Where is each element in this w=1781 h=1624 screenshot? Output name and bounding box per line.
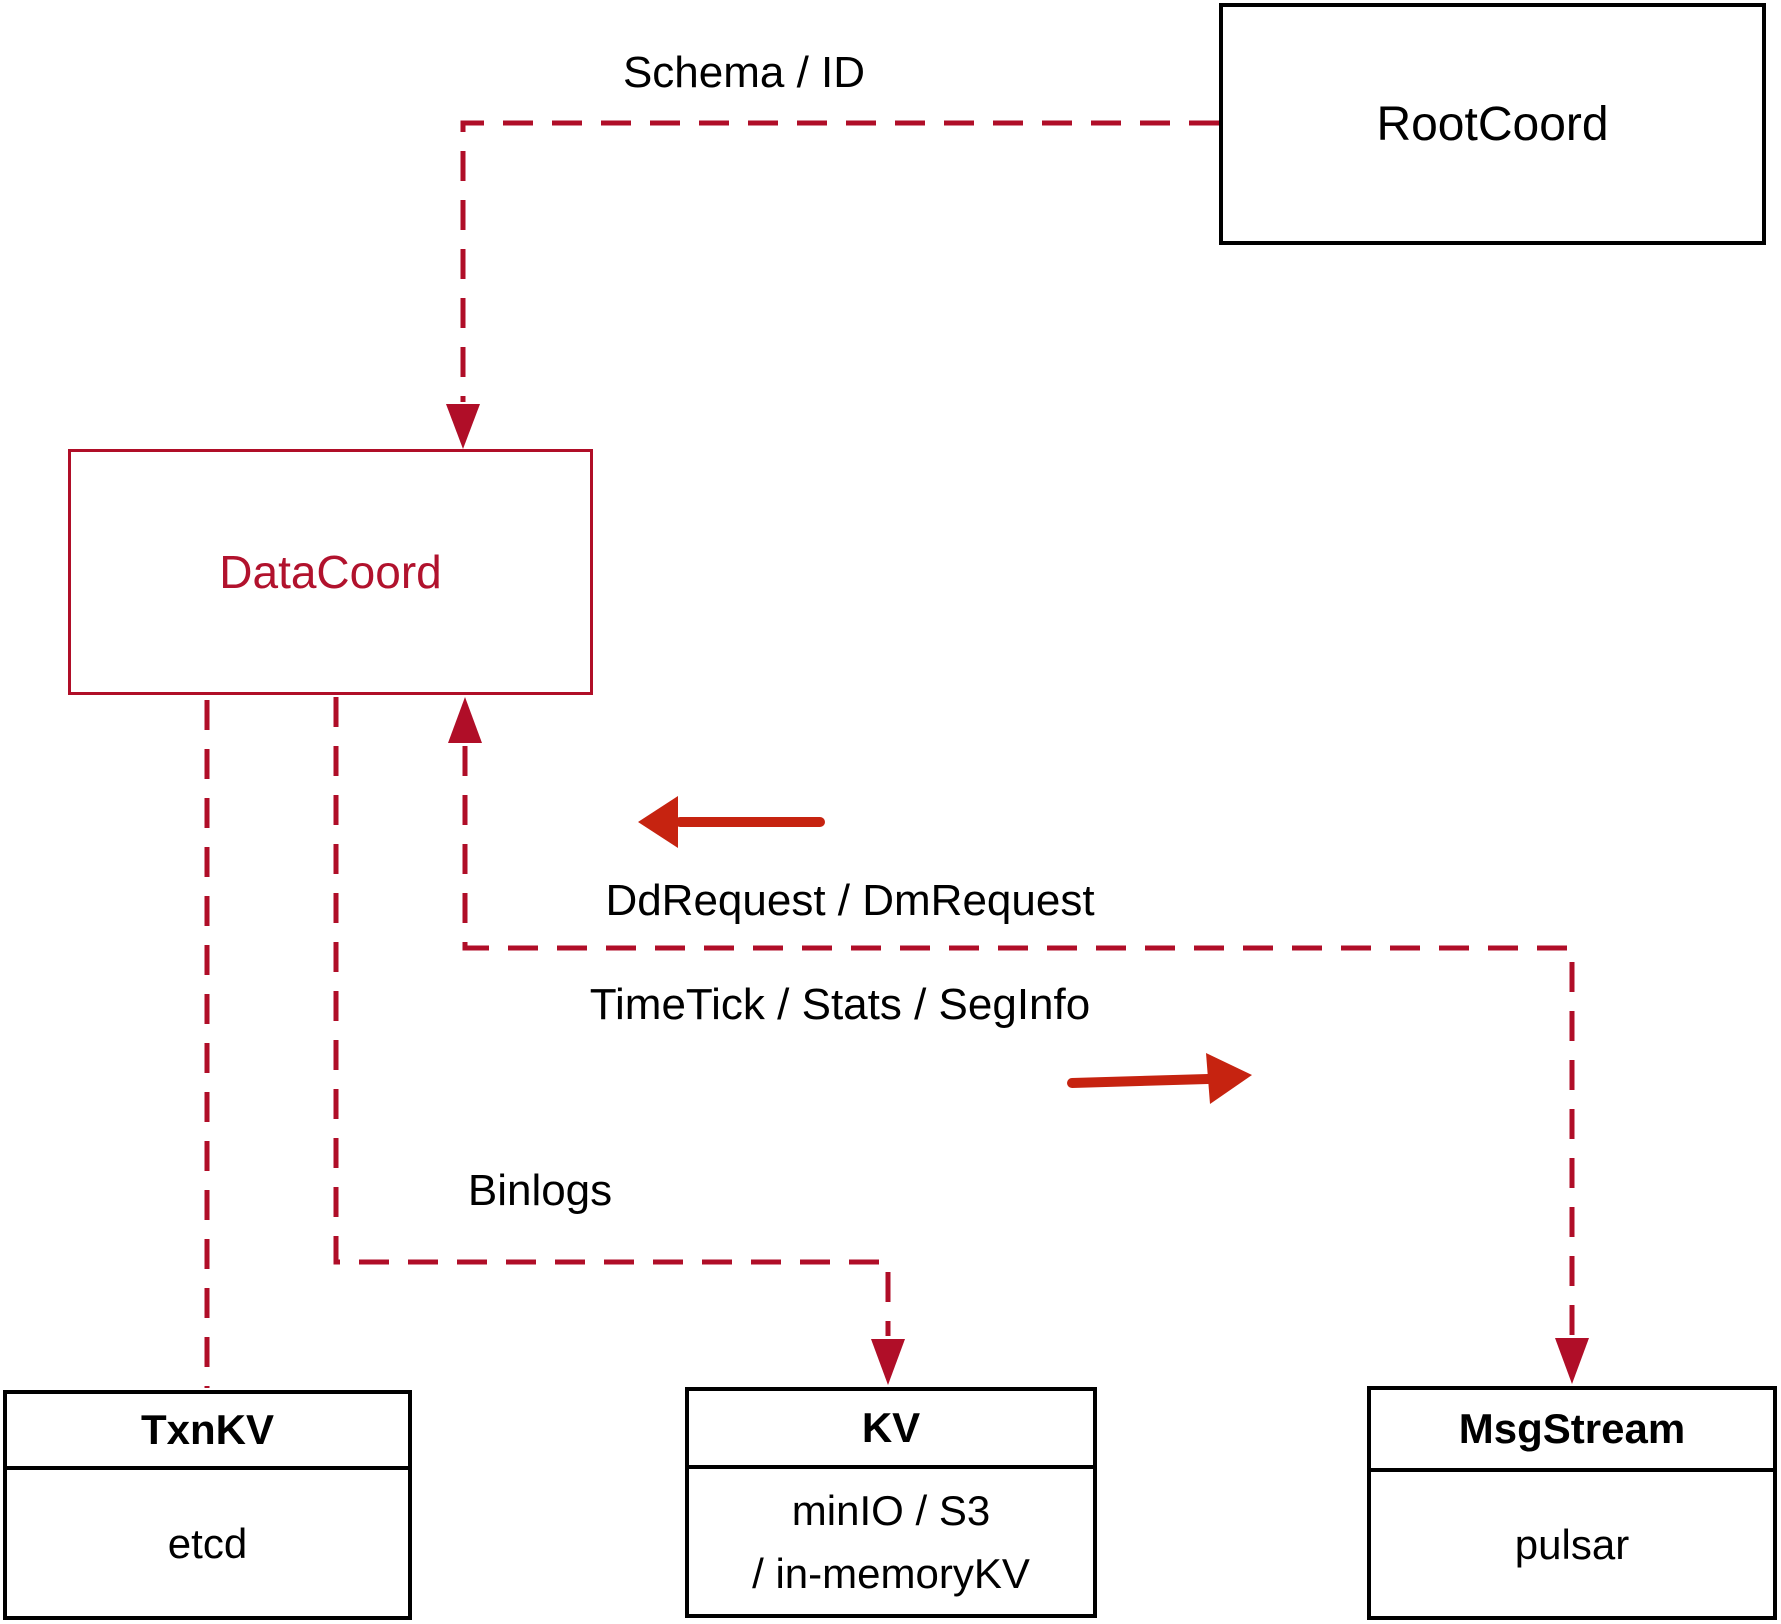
edge-label-ddrequest: DdRequest / DmRequest: [605, 876, 1095, 925]
node-kv: KV minIO / S3 / in-memoryKV: [685, 1387, 1097, 1618]
node-datacoord: DataCoord: [68, 449, 593, 695]
node-txnkv: TxnKV etcd: [3, 1390, 412, 1620]
edge-label-timetick: TimeTick / Stats / SegInfo: [589, 980, 1091, 1029]
node-rootcoord: RootCoord: [1219, 3, 1766, 245]
node-msgstream: MsgStream pulsar: [1367, 1386, 1777, 1620]
schema-id-connector: [446, 120, 1219, 449]
node-msgstream-body: pulsar: [1514, 1520, 1630, 1568]
node-rootcoord-label: RootCoord: [1376, 97, 1609, 151]
edge-label-binlogs: Binlogs: [467, 1166, 613, 1215]
edge-label-schema-id: Schema / ID: [622, 48, 866, 97]
node-kv-title: KV: [689, 1391, 1093, 1469]
left-direction-arrow: [638, 796, 825, 848]
node-datacoord-label: DataCoord: [219, 546, 442, 598]
datacoord-kv-connector: [333, 697, 905, 1385]
right-direction-arrow: [1067, 1053, 1252, 1104]
datacoord-msgstream-connector: [448, 697, 1589, 1384]
node-kv-body-line2: / in-memoryKV: [752, 1549, 1030, 1597]
node-kv-body: minIO / S3 / in-memoryKV: [689, 1469, 1093, 1614]
node-kv-body-line1: minIO / S3: [791, 1486, 991, 1534]
node-txnkv-body: etcd: [167, 1519, 248, 1567]
node-msgstream-title: MsgStream: [1371, 1390, 1773, 1472]
node-txnkv-title: TxnKV: [7, 1394, 408, 1470]
